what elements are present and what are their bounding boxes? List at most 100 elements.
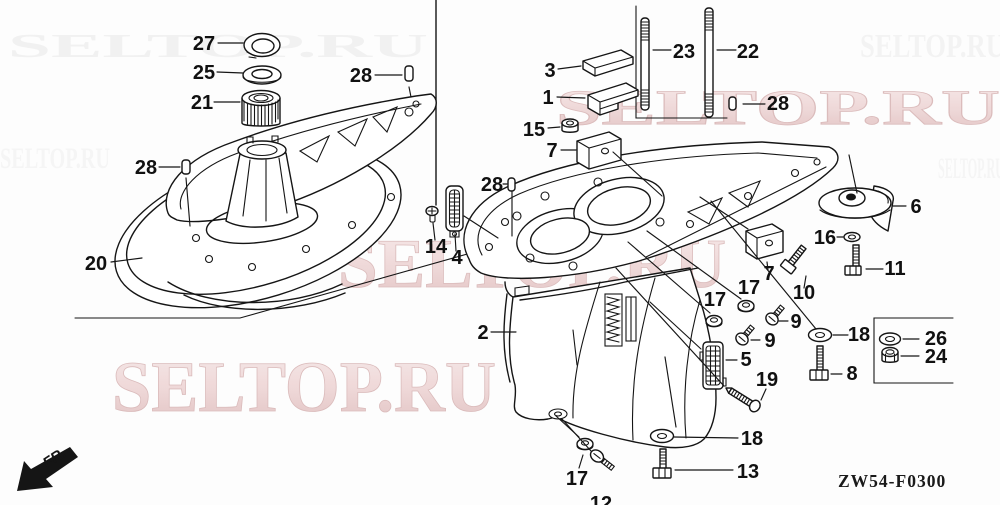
part-callout-28: 28 [350,65,372,87]
seltop-watermark-faint: SELTOP.RU [860,28,1000,65]
gearcase-bores [516,176,665,265]
part-28-dowel-pin-left [181,159,191,175]
part-callout-11: 11 [884,258,905,280]
part-7-block-lower [745,223,784,260]
part-19-screw [725,387,761,413]
leader-line [432,222,436,241]
leader-line [699,196,749,230]
part-callout-7: 7 [763,263,774,285]
leader-line [710,200,817,330]
leader-line [848,154,858,194]
seltop-watermark-faint: SELTOP.RU [8,28,428,65]
part-17-washer-a [737,299,755,313]
part-callout-18: 18 [741,428,763,450]
part-callout-9: 9 [764,330,775,352]
part-17-washer-b [705,314,723,328]
part-callout-5: 5 [740,349,751,371]
part-callout-25: 25 [193,62,215,84]
part-25-washer [242,65,282,85]
nut-washer-group-bracket [873,317,954,384]
part-6-anode [818,185,895,232]
part-callout-1: 1 [542,87,553,109]
part-9-screw-lower [735,324,755,346]
part-12-screw [589,449,616,472]
part-callout-17: 17 [704,289,726,311]
seltop-watermark-faint: SELTOP.RU [938,152,1000,185]
part-28-dowel-pin-studs [728,96,737,111]
part-callout-3: 3 [544,60,555,82]
part-22-stud [704,7,714,118]
part-callout-6: 6 [910,196,921,218]
seltop-watermark-faint: SELTOP.RU [0,142,110,175]
part-callout-10: 10 [793,282,815,304]
part-24-nut [881,346,899,363]
part-callout-19: 19 [756,369,778,391]
part-16-washer [843,231,861,243]
part-26-washer [878,332,902,346]
part-18-washer-a [807,327,833,343]
leader-line [578,454,584,469]
view-boundary-line [74,250,479,319]
part-27-snap-ring [243,32,281,59]
part-4-screen-plate [445,185,464,238]
part-13-bolt [652,448,672,479]
leader-line [803,275,807,289]
flange-stud-bosses [484,158,821,271]
stud-group-bracket [635,5,728,119]
leader-line [664,356,677,428]
part-21-bearing [241,89,281,127]
part-28-dowel-pin-mid [507,177,516,192]
part-callout-18: 18 [848,324,870,346]
part-5-screen [699,341,727,390]
part-3-shim-bar [582,49,634,77]
right-view-gear-case [463,141,839,449]
part-28-dowel-pin-left2 [404,65,414,82]
part-callout-2: 2 [477,322,488,344]
part-callout-28: 28 [135,157,157,179]
part-8-bolt [809,345,829,381]
part-callout-8: 8 [846,363,857,385]
part-callout-17: 17 [738,277,760,299]
part-7-block-upper [576,131,622,170]
leader-line [556,96,586,99]
part-callout-24: 24 [925,346,948,368]
leader-line [760,388,767,401]
part-15-grommet [561,118,579,133]
leader-line [110,257,143,263]
part-callout-12: 12 [590,493,612,505]
part-callout-27: 27 [193,33,215,55]
part-callout-22: 22 [737,41,759,63]
fr-arrow-icon [17,447,78,491]
part-callout-16: 16 [814,227,836,249]
leader-line [454,233,457,252]
leader-line [766,261,769,271]
diagram-code: ZW54-F0300 [838,471,946,491]
leader-line [216,71,244,74]
part-callout-17: 17 [566,468,588,490]
part-callout-28: 28 [767,93,789,115]
leader-line [673,436,739,439]
part-18-washer-b [649,428,675,444]
leader-line [463,215,499,239]
part-callout-20: 20 [85,253,107,275]
leader-line [185,177,191,227]
part-9-screw-upper [765,304,785,326]
part-callout-26: 26 [925,328,947,350]
front-direction-marker: FR. [17,445,78,491]
part-1-shim-angle [587,82,639,116]
water-intake-screen [604,293,637,347]
leader-line [646,230,742,300]
leader-line [627,241,711,314]
seltop-watermark: SELTOP.RU [112,347,496,427]
leader-line [408,86,412,98]
part-callout-14: 14 [425,236,448,258]
leader-line [547,126,561,129]
leader-line [649,301,702,350]
part-callout-7: 7 [546,140,557,162]
leader-line [561,418,592,452]
leader-line [557,65,582,70]
flange-holes [191,192,396,272]
